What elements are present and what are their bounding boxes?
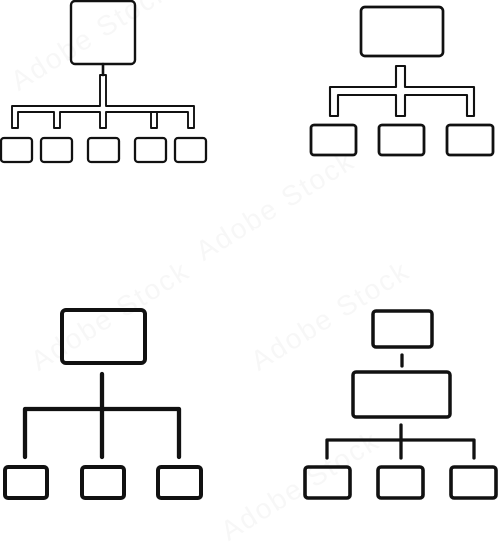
org-chart-three-children-tall-icon <box>0 0 500 500</box>
icon-set-canvas: Adobe Stock Adobe Stock Adobe Stock Adob… <box>0 0 500 500</box>
org-chart-three-levels-icon <box>0 0 500 500</box>
org-chart-five-children-icon <box>0 0 500 500</box>
org-chart-three-children-icon <box>0 0 500 500</box>
